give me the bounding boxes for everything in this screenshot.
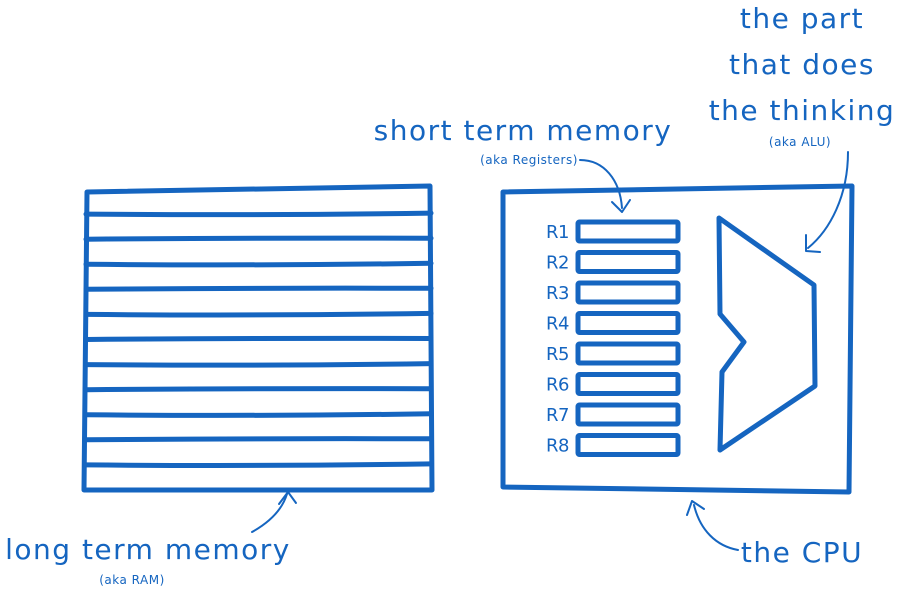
register-box [575, 311, 681, 335]
ram-label: long term memory [5, 533, 291, 566]
register-box [575, 372, 681, 396]
ram-arrow [251, 493, 288, 533]
ram-rows [83, 210, 434, 468]
alu-label-line-2: that does [729, 48, 875, 81]
ram-row-line [83, 436, 434, 443]
register-box [575, 433, 681, 457]
registers-arrow [579, 159, 623, 209]
registers-aka-label: (aka Registers) [480, 153, 578, 167]
ram-row-line [83, 210, 434, 218]
register-box [575, 219, 681, 244]
alu-aka-label: (aka ALU) [769, 135, 831, 149]
register-label: R2 [546, 253, 569, 274]
register-label: R3 [546, 283, 569, 304]
alu-arrow [807, 151, 849, 249]
ram-arrow-head [278, 491, 297, 505]
ram-aka-label: (aka RAM) [99, 573, 165, 587]
ram-block [81, 183, 435, 493]
register-box [575, 280, 681, 305]
ram-row-line [83, 461, 434, 468]
register-label: R1 [546, 222, 569, 243]
cpu-label: the CPU [741, 536, 863, 569]
registers-arrow-head [611, 199, 631, 213]
ram-row-line [83, 361, 434, 368]
register-box [575, 402, 681, 427]
ram-row-line [83, 260, 434, 268]
register-box [575, 341, 681, 366]
alu-shape [716, 215, 818, 453]
cpu-arrow [693, 504, 739, 551]
alu-label-line-1: the part [740, 2, 864, 35]
ram-row-line [83, 285, 434, 292]
register-label: R8 [546, 436, 569, 457]
ram-row-line [83, 310, 434, 318]
register-label: R5 [546, 344, 569, 365]
ram-row-line [83, 335, 434, 342]
cpu-arrow-head [686, 500, 705, 516]
registers-label: short term memory [374, 114, 673, 147]
alu-label-line-3: the thinking [709, 94, 896, 127]
alu-arrow-head [805, 234, 821, 253]
cpu-outline [500, 183, 855, 495]
ram-row-line [83, 235, 434, 242]
register-label: R7 [546, 405, 569, 426]
ram-row-line [83, 386, 434, 393]
register-label: R4 [546, 314, 569, 335]
register-label: R6 [546, 375, 569, 396]
register-box [575, 250, 681, 274]
ram-row-line [83, 411, 434, 418]
